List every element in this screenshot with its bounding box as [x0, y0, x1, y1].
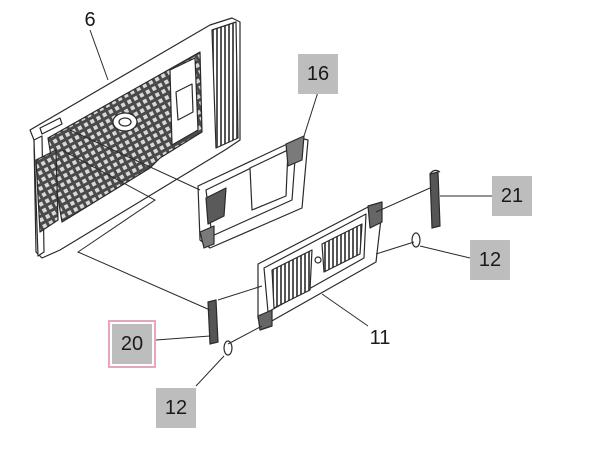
callout-12-left: 12	[156, 388, 196, 428]
leader-6	[89, 29, 109, 81]
assembly-guide-lines	[61, 129, 431, 345]
leader-16	[303, 91, 319, 137]
leader-20	[155, 335, 211, 341]
part-21-hinge	[429, 169, 441, 229]
part-12-pin-right	[411, 232, 421, 248]
part-11-frame	[257, 201, 383, 331]
callout-16: 16	[298, 54, 338, 94]
part-16-cover	[197, 135, 309, 249]
callout-12-right: 12	[470, 240, 510, 280]
callout-21: 21	[492, 176, 532, 216]
callout-6: 6	[84, 9, 96, 31]
leader-11	[321, 293, 369, 327]
part-6-rear-panel	[29, 17, 241, 259]
callout-20: 20	[108, 320, 156, 368]
leader-12-left	[195, 355, 225, 387]
part-12-pin-left	[223, 340, 233, 356]
leader-12-right	[419, 245, 471, 259]
callout-11: 11	[369, 327, 391, 349]
leader-lines	[89, 29, 492, 387]
part-20-hinge	[207, 299, 219, 345]
